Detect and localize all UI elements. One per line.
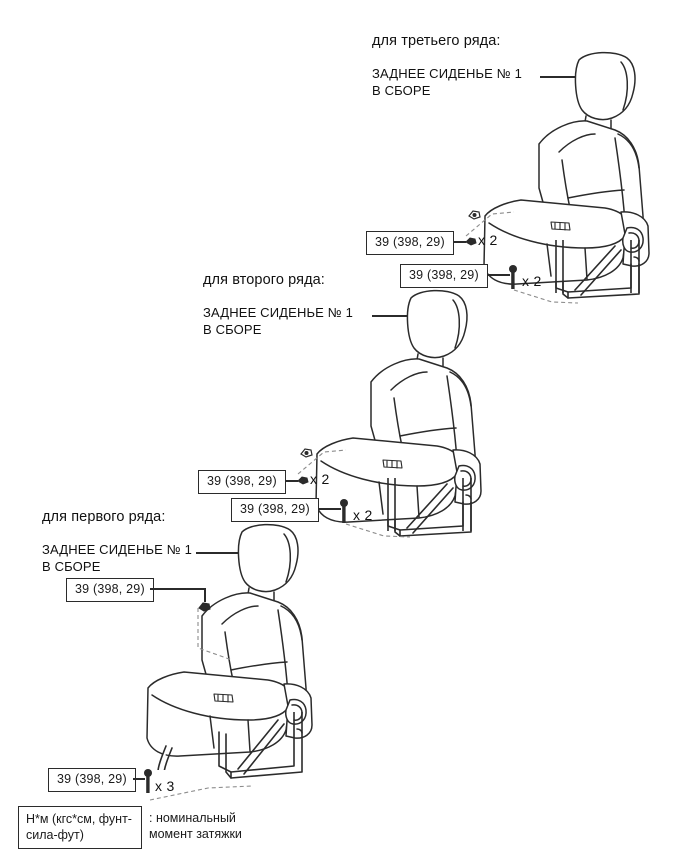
leader-line-first-row-bolt [133,778,145,780]
quantity-third-row-nut: x 2 [478,232,498,248]
torque-box-second-row-bolt: 39 (398, 29) [231,498,319,522]
assembly-guide-second-row-bolt [345,523,411,538]
leader-line-third-row-label [540,76,588,78]
leader-line-third-row-nut [453,241,466,243]
nut-icon-first-row [198,602,211,612]
seat-legs-first-row [218,712,303,779]
nut-icon-second-row-position [300,448,313,458]
leader-line-first-row-nut-v [204,588,206,602]
part-label-second-row: ЗАДНЕЕ СИДЕНЬЕ № 1 В СБОРЕ [203,305,353,337]
section-heading-first-row: для первого ряда: [42,509,166,525]
torque-box-third-row-bolt: 39 (398, 29) [400,264,488,288]
legend-unit-box: Н*м (кгс*см, фунт- сила-фут) [18,806,142,849]
bolt-icon-first-row [144,769,152,793]
leader-line-second-row-nut [285,480,298,482]
quantity-second-row-nut: x 2 [310,471,330,487]
torque-box-third-row-nut: 39 (398, 29) [366,231,454,255]
nut-icon-third-row [465,237,477,246]
assembly-guide-first-row-bolt [149,785,253,801]
quantity-first-row-bolt: x 3 [155,778,175,794]
leader-line-third-row-bolt [487,274,510,276]
legend: Н*м (кгс*см, фунт- сила-фут) : номинальн… [18,806,242,849]
legend-description: : номинальный момент затяжки [149,811,242,841]
torque-box-first-row-nut: 39 (398, 29) [66,578,154,602]
part-label-third-row: ЗАДНЕЕ СИДЕНЬЕ № 1 В СБОРЕ [372,66,522,98]
quantity-third-row-bolt: x 2 [522,273,542,289]
leader-line-first-row-label [196,552,240,554]
part-label-first-row: ЗАДНЕЕ СИДЕНЬЕ № 1 В СБОРЕ [42,542,192,574]
seat-legs-second-row [387,478,472,537]
quantity-second-row-bolt: x 2 [353,507,373,523]
assembly-guide-first-row-nut [197,608,233,661]
bolt-icon-third-row [509,265,517,289]
seat-legs-third-row [555,240,640,299]
leader-line-first-row-nut-h [150,588,206,590]
seat-illustration-third-row [483,51,650,293]
nut-icon-third-row-position [468,210,481,220]
seat-illustration-first-row [146,523,313,770]
torque-box-first-row-bolt: 39 (398, 29) [48,768,136,792]
section-heading-second-row: для второго ряда: [203,272,325,288]
leader-line-second-row-label [372,315,420,317]
leader-line-second-row-bolt [318,508,341,510]
nut-icon-second-row [297,476,309,485]
torque-box-second-row-nut: 39 (398, 29) [198,470,286,494]
bolt-icon-second-row [340,499,348,523]
section-heading-third-row: для третьего ряда: [372,33,501,49]
assembly-guide-third-row-bolt [513,289,579,304]
